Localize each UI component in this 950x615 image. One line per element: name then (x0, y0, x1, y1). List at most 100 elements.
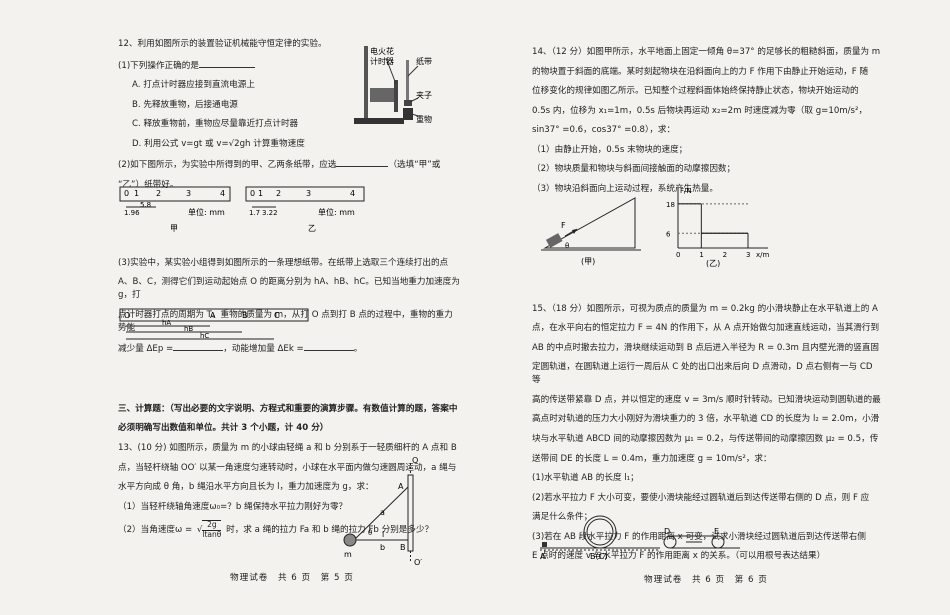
q12-option: C. 释放重物前，重物应尽量靠近打点计时器 (132, 119, 299, 130)
svg-text:3.22: 3.22 (262, 209, 278, 217)
svg-text:1.96: 1.96 (124, 209, 140, 217)
svg-text:a: a (380, 508, 385, 517)
q15-line: 15、（18 分）如图所示，可视为质点的质量为 m = 0.2kg 的小滑块静止… (532, 303, 878, 314)
q12-part2-cont: “乙”）纸带好。 (118, 179, 179, 190)
q13-stem-b: 点，当轻杆绕轴 OO′ 以某一角速度匀速转动时，小球在水平面内做匀速圆周运动，a… (118, 462, 457, 473)
q15-sub3-cont: E 点时的速度 v 与水平拉力 F 的作用距离 x 的关系。（可以用根号表达结果… (532, 551, 826, 562)
svg-text:D: D (664, 527, 670, 536)
q12-option: D. 利用公式 v=gt 或 v=√2gh 计算重物速度 (132, 138, 305, 149)
svg-text:4: 4 (220, 189, 225, 198)
tape-jia: 0 1 2 3 4 1.96 5.8 单位: mm 甲 (119, 186, 231, 233)
svg-text:1.7: 1.7 (249, 209, 260, 217)
label-timer: 计时器 (370, 56, 394, 66)
page-5: 12、利用如图所示的装置验证机械能守恒定律的实验。 (1)下列操作正确的是 A.… (118, 38, 460, 545)
q14-sub1: （1）由静止开始，0.5s 末物块的速度； (532, 144, 688, 155)
x-tick-label: 0 (676, 251, 680, 259)
svg-text:2: 2 (156, 189, 161, 198)
svg-text:E: E (714, 527, 719, 536)
apparatus-figure: 电火花 计时器 纸带 夹子 重物 (354, 46, 432, 124)
q12-part2: (2)如下图所示，为实验中所得到的甲、乙两条纸带，应选（选填“甲”或 (118, 157, 460, 172)
label-clip: 夹子 (416, 90, 432, 100)
footer-page-5: 物理试卷 共 6 页 第 5 页 (230, 573, 354, 583)
svg-text:l: l (382, 530, 384, 539)
svg-text:5.8: 5.8 (140, 201, 151, 209)
answer-blank (336, 157, 389, 168)
section3-heading-cont: 必须明确写出数值和单位。共计 3 个小题，计 40 分） (118, 423, 329, 434)
q15-line: AB 的中点时撤去拉力，滑块继续运动到 B 点后进入半径为 R = 0.3m 且… (532, 342, 880, 353)
x-tick-label: 2 (723, 251, 727, 259)
y-axis-label: F/N (680, 187, 692, 195)
svg-text:F: F (561, 221, 566, 230)
q15-line: 定圆轨道，在圆轨道上运行一周后从 C 处的出口出来后向 D 点滑动，D 点右侧有… (532, 362, 873, 386)
tapes-figure: 0 1 2 3 4 1.96 5.8 单位: mm 甲 0 1 2 3 4 1.… (119, 186, 365, 233)
q14-stem-c: 位移变化的规律如图乙所示。已知整个过程斜面体始终保持静止状态，物块开始运动的 (532, 86, 859, 97)
label-weight: 重物 (416, 114, 432, 124)
page-6: 14、（12 分）如图甲所示，水平地面上固定一倾角 θ=37° 的足够长的粗糙斜… (532, 46, 882, 570)
q13-stem: 13、(10 分) 如图所示，质量为 m 的小球由轻绳 a 和 b 分别系于一轻… (118, 443, 457, 453)
incline-figure: F θ (甲) (541, 197, 641, 266)
svg-text:单位: mm: 单位: mm (188, 207, 225, 217)
q14-stem-d: 0.5s 内，位移为 x₁=1m，0.5s 后物块再运动 x₂=2m 时速度减为… (532, 105, 868, 116)
svg-text:B: B (400, 543, 406, 552)
q15-sub2-cont: 满足什么条件； (532, 512, 593, 523)
svg-text:A: A (210, 311, 216, 320)
q13-sub1: （1）当轻杆绕轴角速度ω₀=？b 绳保持水平拉力刚好为零？ (118, 501, 348, 512)
q12-title: 12、利用如图所示的装置验证机械能守恒定律的实验。 (118, 39, 327, 49)
section3-heading: 三、计算题：（写出必要的文字说明、方程式和重要的演算步骤。有数值计算的题，答案中 (118, 403, 458, 414)
q14-stem: 14、（12 分）如图甲所示，水平地面上固定一倾角 θ=37° 的足够长的粗糙斜… (532, 47, 881, 57)
svg-text:θ: θ (368, 529, 372, 537)
svg-text:C: C (274, 311, 280, 320)
svg-text:3: 3 (306, 189, 311, 198)
svg-text:(甲): (甲) (581, 257, 595, 266)
answer-blank (303, 341, 354, 352)
svg-text:1: 1 (134, 189, 139, 198)
q15-line: 送带间 DE 的长度 L = 0.4m，重力加速度 g = 10m/s²，求： (532, 453, 772, 464)
svg-text:甲: 甲 (170, 224, 178, 233)
q12-part3-c: 点计时器打点的周期为 T。重物的质量为 m，从打 O 点到打 B 点的过程中，重… (118, 309, 453, 333)
svg-text:A: A (540, 552, 546, 560)
x-axis-label: x/m (756, 251, 770, 259)
q12-part1: (1)下列操作正确的是 (118, 58, 460, 73)
answer-blank (173, 341, 224, 352)
q15-sub3: (3)若在 AB 段水平拉力 F 的作用距离 x 可变，试求小滑块经过圆轨道后到… (532, 531, 866, 542)
svg-text:hB: hB (184, 325, 193, 333)
q14-sub3: （3）物块沿斜面向上运动过程，系统产生热量。 (532, 183, 718, 194)
q12-part3: (3)实验中，某实验小组得到如图所示的一条理想纸带。在纸带上选取三个连续打出的点 (118, 257, 449, 268)
svg-text:4: 4 (350, 189, 355, 198)
svg-text:(乙): (乙) (706, 259, 720, 268)
track-figure: A B(C) D E (540, 515, 740, 560)
svg-text:θ: θ (565, 242, 569, 250)
x-tick-label: 1 (699, 251, 703, 259)
tape3-space (118, 363, 460, 403)
svg-text:1: 1 (258, 189, 263, 198)
q12-option: B. 先释放重物，后接通电源 (132, 99, 238, 110)
svg-text:0: 0 (124, 189, 129, 198)
svg-text:b: b (380, 543, 385, 552)
svg-text:B(C): B(C) (590, 552, 607, 560)
x-tick-label: 3 (746, 251, 750, 259)
q15-line: 点，在水平向右的恒定拉力 F = 4N 的作用下，从 A 点开始做匀加速直线运动… (532, 323, 880, 334)
footer-page-6: 物理试卷 共 6 页 第 6 页 (644, 575, 768, 585)
svg-text:B: B (242, 311, 248, 320)
answer-blank (198, 58, 255, 68)
svg-text:O: O (412, 456, 418, 465)
svg-text:hA: hA (162, 319, 171, 327)
svg-text:A: A (398, 482, 404, 491)
q15-line: 高的传送带紧靠 D 点，并以恒定的速度 v = 3m/s 顺时针转动。已知滑块运… (532, 394, 881, 405)
q12-part3-d: 减少量 ΔEp =，动能增加量 ΔEk =。 (118, 341, 460, 356)
label-paper-tape: 纸带 (416, 56, 432, 66)
q12-option: A. 打点计时器应接到直流电源上 (132, 80, 255, 91)
tape-yi: 0 1 2 3 4 1.7 3.22 单位: mm 乙 (245, 186, 365, 233)
q15-sub2: (2)若水平拉力 F 大小可变，要使小滑块能经过圆轨道后到达传送带右侧的 D 点… (532, 492, 870, 503)
svg-text:3: 3 (186, 189, 191, 198)
fraction: √ 2g ltanθ (196, 520, 222, 539)
svg-text:m: m (344, 550, 352, 559)
q15-line: 块与水平轨道 ABCD 间的动摩擦因数为 μ₁ = 0.2，与传送带间的动摩擦因… (532, 433, 879, 444)
q12-part3-b: A、B、C，测得它们到运动起始点 O 的距离分别为 hA、hB、hC。已知当地重… (118, 277, 460, 301)
svg-text:0: 0 (250, 189, 255, 198)
svg-text:2: 2 (276, 189, 281, 198)
rotating-rod-figure: O A θ a l b B m O′ (343, 456, 422, 567)
svg-text:hC: hC (200, 332, 209, 340)
q14-sub2: （2）物块质量和物块与斜面间接触面的动摩擦因数； (532, 164, 736, 175)
q14-stem-b: 的物块置于斜面的底端。某时刻起物块在沿斜面向上的力 F 作用下由静止开始运动，F… (532, 66, 869, 77)
